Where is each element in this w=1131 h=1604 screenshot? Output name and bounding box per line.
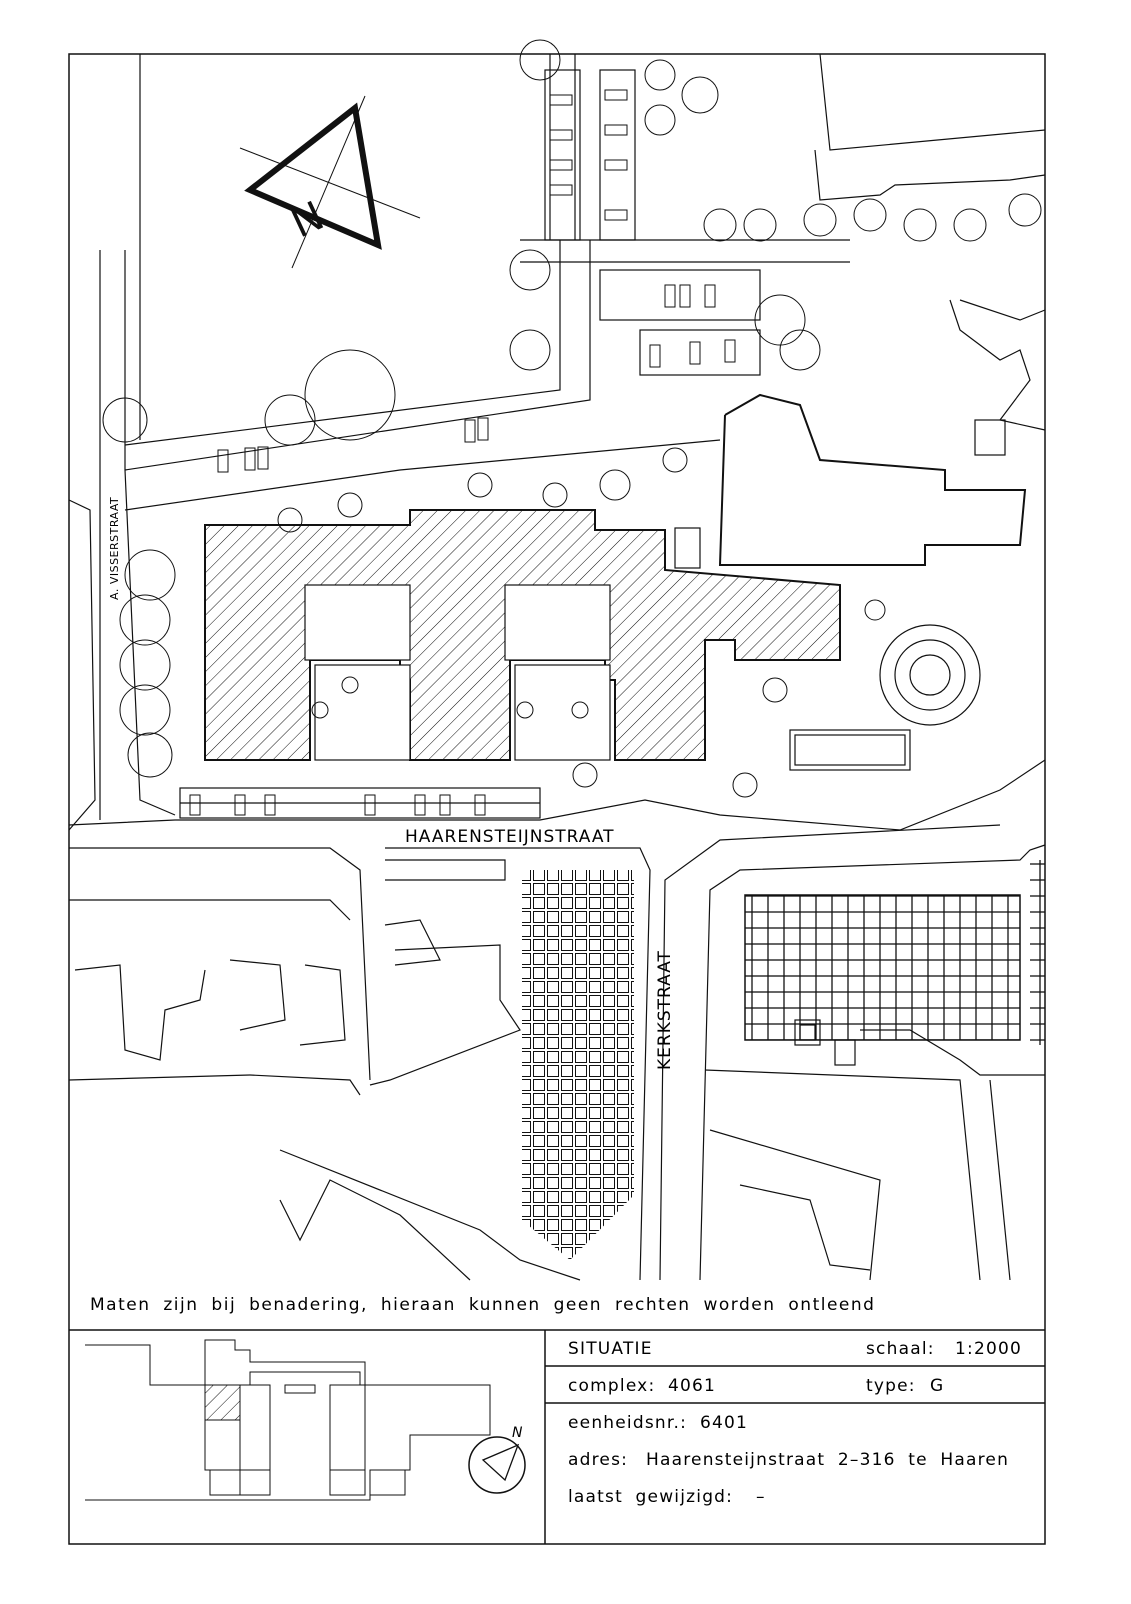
north-arrow: N (239, 95, 421, 269)
tree-symbols (102, 39, 1042, 798)
map-area (68, 39, 1046, 1281)
address-value: Haarensteijnstraat 2–316 te Haaren (646, 1450, 1009, 1470)
scale-value: 1:2000 (955, 1339, 1022, 1359)
title-situatie: SITUATIE (568, 1339, 653, 1359)
scale-label: schaal: (866, 1339, 935, 1359)
street-label-kerkstraat: KERKSTRAAT (655, 950, 675, 1070)
modified-value: – (756, 1487, 766, 1507)
key-plan-north-circle (468, 1436, 526, 1494)
key-plan (85, 1339, 526, 1501)
north-letter: N (284, 193, 331, 247)
address-label: adres: (568, 1450, 628, 1470)
parked-cars (189, 89, 736, 816)
complex-label: complex: (568, 1376, 655, 1396)
modified-label: laatst gewijzigd: (568, 1487, 733, 1507)
key-plan-north-letter: N (512, 1425, 523, 1441)
street-label-haarensteijnstraat: HAARENSTEIJNSTRAAT (405, 827, 615, 847)
type-label: type: (866, 1376, 916, 1396)
unit-value: 6401 (700, 1413, 748, 1433)
street-label-visserstraat: A. VISSERSTRAAT (108, 497, 121, 600)
sheet-border (68, 53, 1046, 1545)
type-value: G (930, 1376, 944, 1396)
unit-label: eenheidsnr.: (568, 1413, 687, 1433)
title-block (69, 1329, 1045, 1544)
complex-value: 4061 (668, 1376, 716, 1396)
disclaimer-text: Maten zijn bij benadering, hieraan kunne… (90, 1295, 875, 1315)
